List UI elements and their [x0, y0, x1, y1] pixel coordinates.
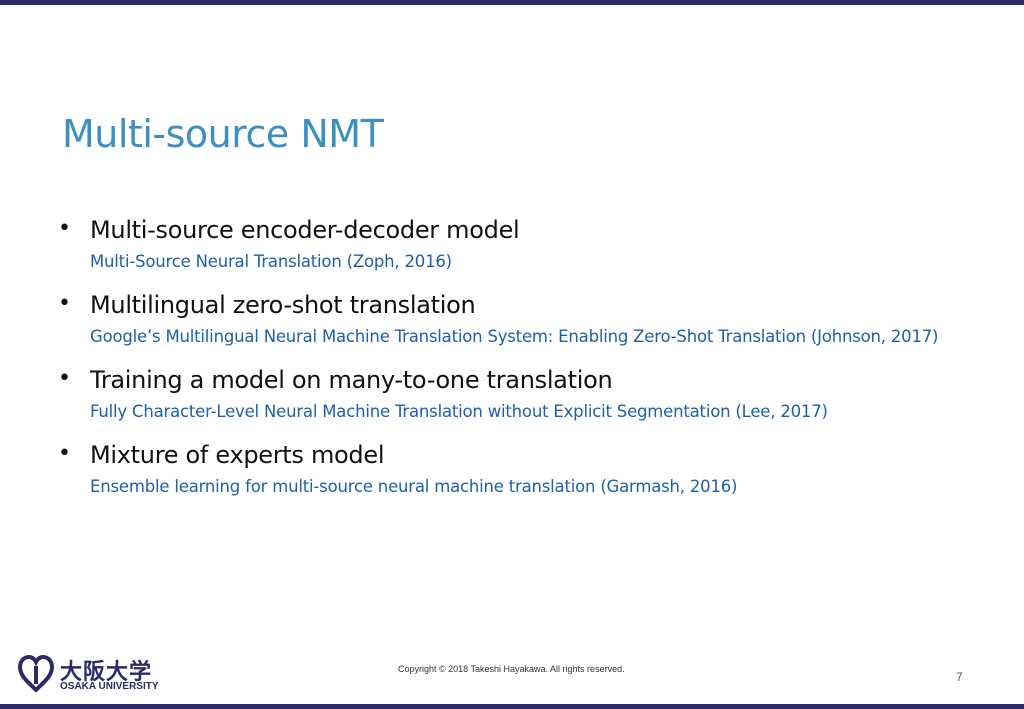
bullet-heading: Training a model on many-to-one translat…	[90, 366, 613, 394]
bullet-reference: Google’s Multilingual Neural Machine Tra…	[90, 327, 939, 346]
bullet-list: • Multi-source encoder-decoder model Mul…	[58, 214, 958, 514]
bullet-reference: Ensemble learning for multi-source neura…	[90, 477, 738, 496]
page-number: 7	[956, 670, 963, 684]
bullet-heading: Mixture of experts model	[90, 441, 385, 469]
slide-title: Multi-source NMT	[62, 112, 384, 156]
bullet-item-3: • Training a model on many-to-one transl…	[58, 364, 958, 425]
bullet-dot-icon: •	[58, 366, 71, 391]
logo-japanese-text: 大阪大学	[60, 660, 153, 685]
bullet-heading: Multilingual zero-shot translation	[90, 291, 476, 319]
bullet-item-2: • Multilingual zero-shot translation Goo…	[58, 289, 958, 350]
top-border-bar	[0, 0, 1024, 5]
bullet-reference: Fully Character-Level Neural Machine Tra…	[90, 402, 828, 421]
bullet-item-1: • Multi-source encoder-decoder model Mul…	[58, 214, 958, 275]
bullet-dot-icon: •	[58, 441, 71, 466]
bottom-border-bar	[0, 704, 1024, 709]
bullet-dot-icon: •	[58, 291, 71, 316]
university-logo: 大阪大学 OSAKA UNIVERSITY	[18, 654, 159, 696]
bullet-reference: Multi-Source Neural Translation (Zoph, 2…	[90, 252, 452, 271]
osaka-university-logo-icon	[18, 654, 54, 692]
bullet-heading: Multi-source encoder-decoder model	[90, 216, 520, 244]
copyright-text: Copyright © 2018 Takeshi Hayakawa. All r…	[398, 664, 625, 674]
logo-english-text: OSAKA UNIVERSITY	[60, 681, 159, 692]
bullet-dot-icon: •	[58, 216, 71, 241]
bullet-item-4: • Mixture of experts model Ensemble lear…	[58, 439, 958, 500]
